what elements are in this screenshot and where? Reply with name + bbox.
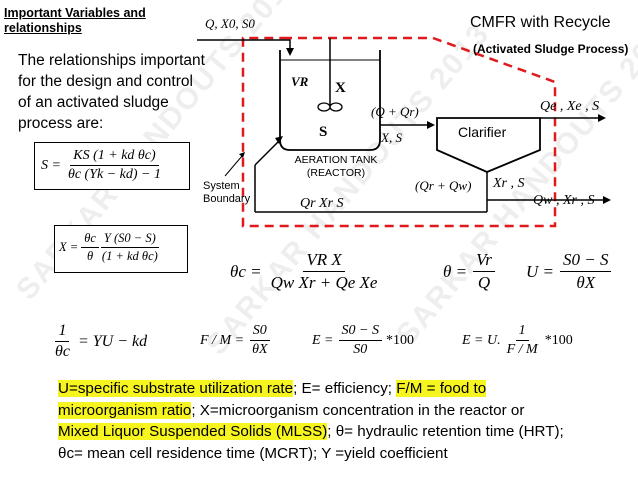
reactor-s-label: S [319, 124, 328, 140]
eq-x-f2-den: (1 + kd θc) [101, 249, 158, 263]
eq-inv-den: θc [55, 343, 70, 360]
mixer-blade [317, 102, 331, 112]
eq-x-lhs: X = [59, 240, 79, 254]
eq-s-lhs: S = [41, 157, 61, 173]
eq-e2-den: F / M [506, 342, 538, 357]
eq-x-f1-num: θc [81, 231, 99, 248]
eq-thetac-lhs: θc = [230, 261, 262, 281]
slide-heading: Important Variables and relationships [4, 6, 146, 35]
eq-x-f2-num: Y (S0 − S) [100, 231, 159, 248]
equation-hrt: θ = Vr Q [443, 250, 495, 293]
eq-u-lhs: U = [526, 261, 554, 281]
inflow-arrow [286, 48, 294, 56]
clarifier [436, 117, 541, 173]
equation-efficiency: E = S0 − S S0 *100 [312, 323, 414, 358]
eq-s-num: KS (1 + kd θc) [70, 148, 159, 166]
def-highlight: U=specific substrate utilization rate [58, 380, 294, 397]
def-highlight: microorganism ratio [58, 401, 192, 419]
flow-conc-label: X, S [381, 130, 402, 145]
reactor-volume-label: VR [291, 74, 309, 89]
eq-e2-lhs: E = U. [462, 332, 501, 348]
waste-arrow [603, 196, 611, 204]
def-text: ; θ= hydraulic retention time (HRT); [327, 423, 564, 440]
mixer-blade [329, 102, 343, 112]
equation-biomass-box: X = θc θ Y (S0 − S) (1 + kd θc) [54, 225, 188, 273]
underflow-label: (Qr + Qw) [415, 178, 472, 193]
system-boundary-line [241, 36, 557, 228]
eq-thetac-num: VR X [303, 250, 345, 272]
underflow-conc-label: Xr , S [493, 176, 525, 191]
eq-theta-lhs: θ = [443, 261, 468, 281]
eq-e-den: S0 [353, 342, 368, 357]
process-diagram [197, 36, 611, 228]
def-highlight: Mixed Liquor Suspended Solids (MLSS) [58, 423, 328, 440]
eq-fm-lhs: F / M = [200, 332, 245, 348]
eq-e2-num: 1 [515, 323, 529, 341]
system-boundary-label: System Boundary [203, 180, 251, 205]
diagram-subtitle: (Activated Sludge Process) [473, 42, 629, 56]
eq-inv-rhs: = YU − kd [77, 332, 148, 350]
eq-fm-den: θX [252, 342, 268, 357]
equation-mcrt: θc = VR X Qw Xr + Qe Xe [230, 250, 380, 293]
effluent-label: Qe , Xe , S [540, 99, 600, 114]
inflow-label: Q, X0, S0 [205, 16, 255, 31]
equation-utilization: U = S0 − S θX [526, 250, 612, 293]
boundary-pointer [224, 155, 243, 177]
definitions-text: U=specific substrate utilization rate; E… [58, 378, 633, 464]
flow-to-clarifier-label: (Q + Qr) [371, 104, 419, 119]
recycle-arrow [275, 136, 283, 144]
reactor-x-label: X [335, 80, 346, 96]
diagram-title: CMFR with Recycle [470, 14, 611, 31]
eq-theta-den: Q [477, 273, 491, 292]
eq-u-den: θX [576, 273, 596, 292]
waste-label: Qw , Xr , S [533, 193, 595, 208]
equation-substrate-box: S = KS (1 + kd θc) θc (Yk − kd) − 1 [34, 142, 190, 190]
def-text: ; X=microorganism concentration in the r… [191, 401, 525, 419]
equation-growth: 1 θc = YU − kd [52, 322, 147, 361]
def-text: θc= mean cell residence time (MCRT); Y =… [58, 444, 448, 462]
eq-theta-num: Vr [473, 250, 495, 272]
aeration-tank [279, 50, 381, 151]
eq-s-den: θc (Yk − kd) − 1 [67, 167, 161, 182]
def-text: ; E= efficiency; [293, 380, 397, 397]
eq-e-lhs: E = [312, 332, 334, 348]
eq-u-num: S0 − S [560, 250, 612, 272]
eq-x-f1-den: θ [86, 249, 94, 263]
effluent-arrow [598, 114, 606, 122]
outlet-arrow [427, 121, 435, 129]
intro-text: The relationships important for the desi… [18, 52, 205, 132]
equation-efficiency-fm: E = U. 1 F / M *100 [462, 323, 573, 358]
eq-e-rhs: *100 [385, 332, 414, 348]
aeration-tank-label: AERATION TANK (REACTOR) [294, 154, 378, 179]
eq-thetac-den: Qw Xr + Qe Xe [270, 273, 378, 292]
eq-e2-rhs: *100 [544, 332, 573, 348]
eq-inv-num: 1 [55, 322, 70, 342]
def-highlight: F/M = food to [396, 380, 487, 397]
equation-fm: F / M = S0 θX [200, 323, 271, 358]
eq-e-num: S0 − S [338, 323, 382, 341]
clarifier-label: Clarifier [458, 124, 507, 140]
recycle-label: Qr Xr S [300, 196, 344, 211]
eq-fm-num: S0 [249, 323, 270, 341]
